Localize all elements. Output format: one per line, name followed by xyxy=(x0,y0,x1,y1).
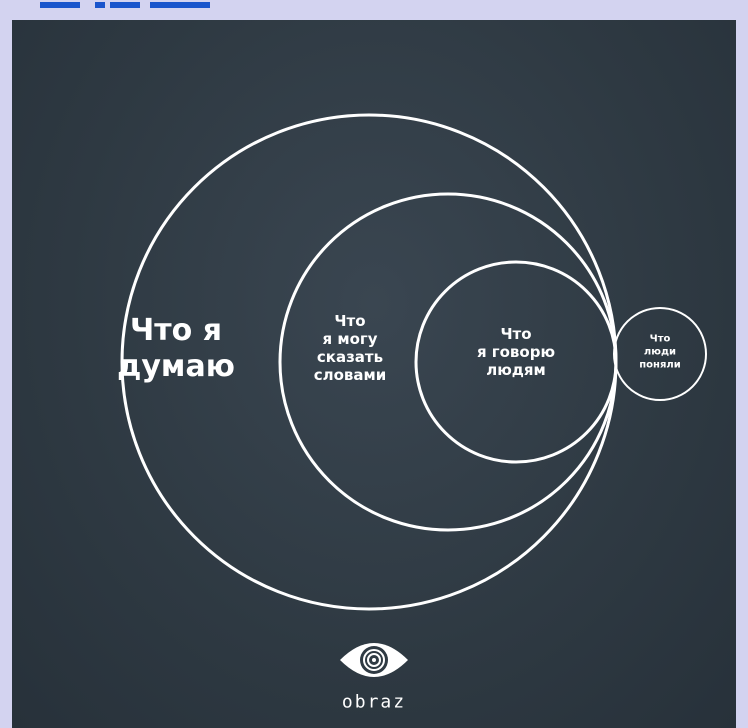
header-fragment xyxy=(40,2,210,8)
top-strip xyxy=(0,0,748,20)
logo-text: obraz xyxy=(341,691,407,713)
circle-understood xyxy=(613,307,707,401)
spiral-eye-icon xyxy=(340,643,408,677)
label-what-people-understood: Что люди поняли xyxy=(639,333,681,371)
label-what-i-tell: Что я говорю людям xyxy=(476,325,556,379)
circle-tell xyxy=(414,260,618,464)
label-what-i-think: Что я думаю xyxy=(117,313,235,384)
label-what-i-can-say: Что я могу сказать словами xyxy=(313,312,387,384)
